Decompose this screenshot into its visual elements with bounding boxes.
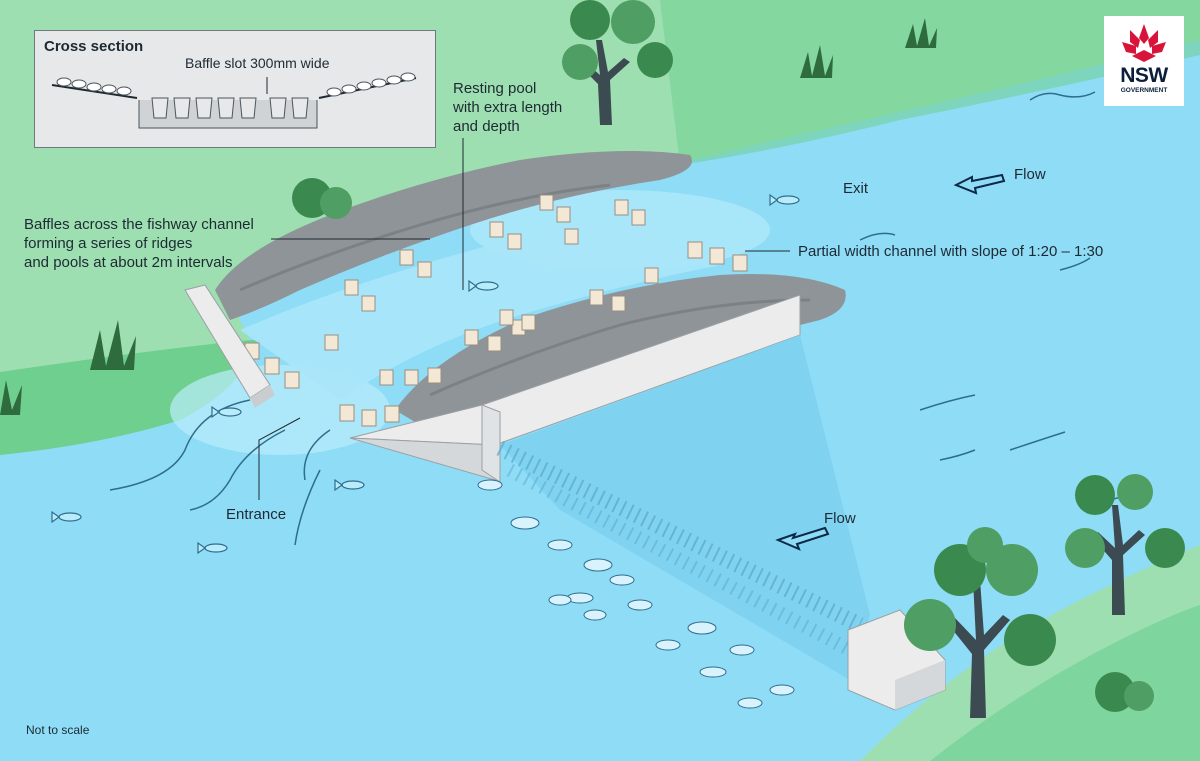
nsw-government-logo: NSW GOVERNMENT	[1104, 16, 1184, 106]
baffle	[644, 267, 659, 284]
baffle	[344, 279, 359, 296]
baffle	[631, 209, 646, 226]
logo-wordmark: NSW	[1120, 64, 1168, 87]
waratah-logo-icon	[1122, 24, 1166, 62]
baffle	[521, 314, 536, 331]
tree-icon	[1065, 474, 1185, 615]
exit-label: Exit	[843, 180, 869, 197]
water-lines	[109, 91, 1146, 546]
rock-embankment-upper	[215, 151, 692, 320]
scale-note: Not to scale	[26, 723, 90, 737]
baffle	[417, 261, 432, 278]
baffle	[539, 194, 554, 211]
turbulence	[477, 479, 795, 709]
inset-title: Cross section	[44, 38, 144, 55]
baffle	[361, 295, 376, 312]
baffle	[732, 254, 748, 272]
partial-channel-label: Partial width channel with slope of 1:20…	[798, 243, 1104, 260]
baffle	[399, 249, 414, 266]
grass-icon	[0, 380, 22, 415]
baffle	[589, 289, 604, 306]
lower-right-bank-shade	[930, 605, 1200, 761]
fish-icon	[211, 405, 242, 419]
grass-icon	[800, 45, 833, 78]
baffle	[264, 357, 280, 375]
rock-embankment-lower	[395, 274, 846, 425]
baffle	[687, 241, 703, 259]
baffle-slot-label: Baffle slot 300mm wide	[185, 55, 330, 71]
grass-icon	[90, 320, 136, 370]
baffles-label: Baffles across the fishway channel formi…	[24, 216, 254, 271]
baffle	[487, 335, 502, 352]
fish-icon	[51, 510, 82, 524]
tree-icon	[562, 0, 673, 125]
baffle	[611, 295, 626, 312]
tree-icon	[904, 527, 1056, 718]
bush-icon	[1095, 672, 1154, 712]
baffle	[324, 334, 339, 351]
baffle	[499, 309, 514, 326]
baffle	[464, 329, 479, 346]
weir-spillway	[500, 335, 870, 680]
baffle	[489, 221, 504, 238]
baffle	[564, 228, 579, 245]
flow-arrow-icon	[775, 526, 830, 551]
left-bank-strip	[0, 290, 250, 372]
cross-section-drawing	[51, 72, 417, 129]
fish-icon	[334, 478, 365, 492]
left-bank-lower	[0, 340, 260, 455]
fish-icon	[769, 193, 800, 207]
logo-subtitle: GOVERNMENT	[1120, 87, 1168, 94]
baffle	[556, 206, 571, 223]
resting-pool-label: Resting pool with extra length and depth	[453, 80, 563, 135]
baffle	[284, 371, 300, 389]
baffle	[361, 409, 377, 427]
baffle	[339, 404, 355, 422]
baffles	[244, 194, 748, 427]
baffle	[404, 369, 419, 386]
bush-icon	[292, 178, 352, 219]
flow-label-bottom: Flow	[824, 510, 856, 527]
fish-icon	[197, 541, 228, 555]
baffle	[507, 233, 522, 250]
baffle	[614, 199, 629, 216]
baffle	[379, 369, 394, 386]
fishway-channel	[240, 215, 720, 400]
grass-icon	[905, 18, 937, 48]
baffle	[427, 367, 442, 384]
cross-section-inset: Cross section Baffle slot 300mm wide	[34, 30, 436, 148]
leader-lines	[258, 138, 790, 500]
baffle	[384, 405, 400, 423]
flow-label-top: Flow	[1014, 166, 1046, 183]
fish-icon	[468, 279, 499, 293]
upper-bank-shade	[660, 0, 1200, 165]
baffle	[709, 247, 725, 265]
entrance-label: Entrance	[226, 506, 287, 523]
flow-arrow-icon	[953, 173, 1006, 195]
